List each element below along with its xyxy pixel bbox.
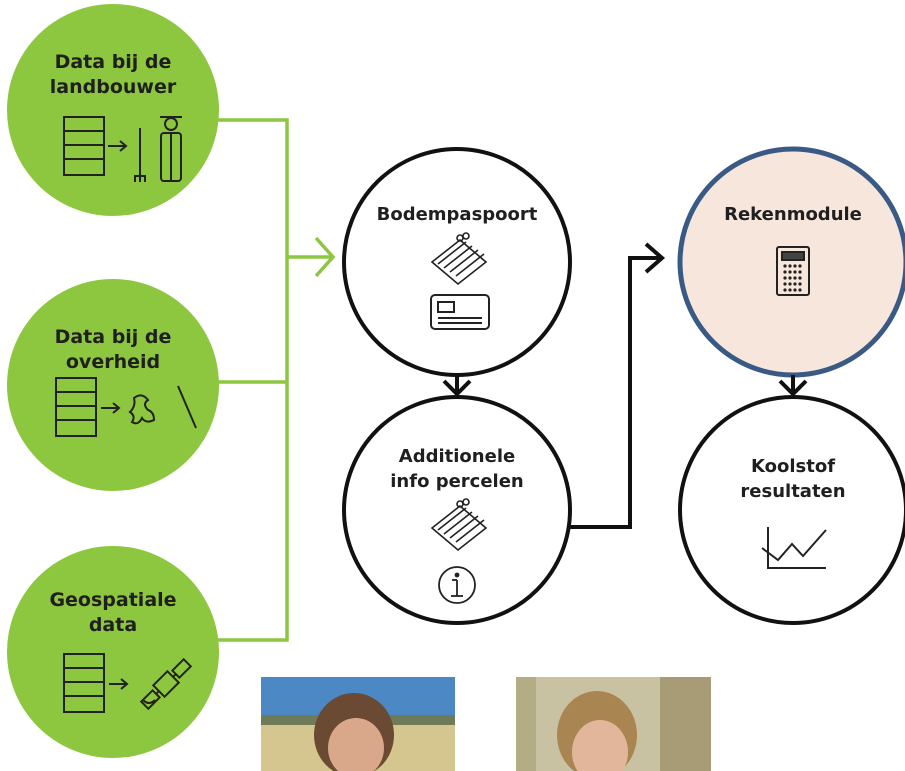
source-label-landbouwer: Data bij de landbouwer <box>49 51 177 98</box>
flow-arrows <box>442 242 808 529</box>
server-to-farmer-icon <box>63 116 182 182</box>
portrait-photo-right <box>516 677 711 771</box>
portrait-photo-left <box>261 677 455 771</box>
source-circle-overheid <box>7 279 219 491</box>
calculator-icon <box>776 246 810 296</box>
soil-sample-icon <box>430 232 488 286</box>
step-circle-bodempaspoort <box>342 147 572 377</box>
step-circle-koolstof <box>678 395 905 625</box>
step-label-bodempaspoort: Bodempaspoort <box>376 204 538 225</box>
step-circle-rekenmodule <box>677 146 905 378</box>
source-circle-landbouwer <box>7 4 219 216</box>
step-circle-additionele-info <box>342 395 572 625</box>
info-icon <box>438 566 476 604</box>
source-circle-geospatiale <box>7 546 219 758</box>
soil-sample-icon-2 <box>430 498 488 552</box>
step-label-koolstof: Koolstof resultaten <box>740 456 846 502</box>
step-label-additionele-info: Additionele info percelen <box>390 446 524 492</box>
server-to-satellite-icon <box>63 653 193 713</box>
line-chart-icon <box>761 527 827 569</box>
step-label-rekenmodule: Rekenmodule <box>724 204 862 225</box>
source-label-geospatiale: Geospatiale data <box>49 589 177 636</box>
server-to-flemish-lion-icon <box>55 377 197 437</box>
source-label-overheid: Data bij de overheid <box>54 326 172 373</box>
source-connector <box>213 118 336 642</box>
id-card-icon <box>430 294 490 330</box>
